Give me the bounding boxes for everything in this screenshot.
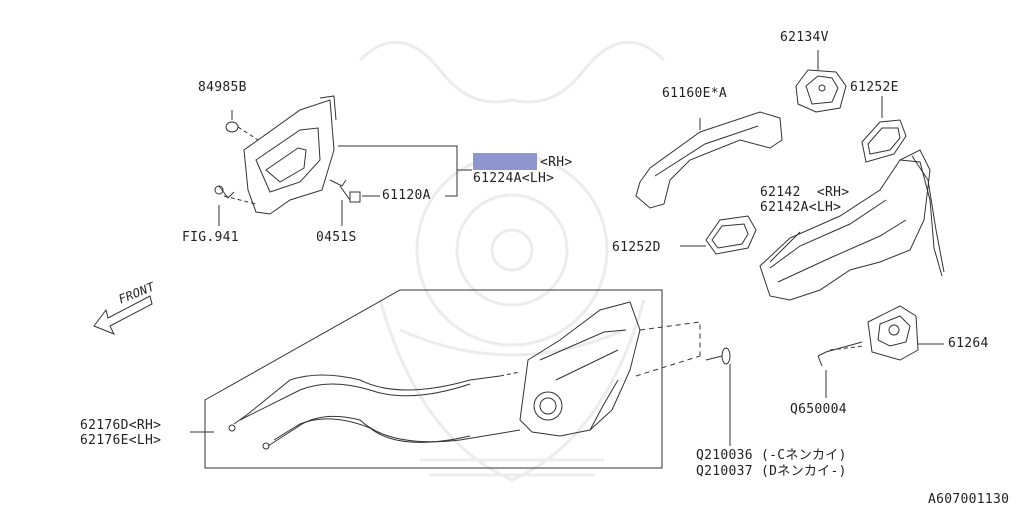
part-label-62142-rh[interactable]: 62142 <RH> <box>760 185 850 200</box>
ref-label-fig941[interactable]: FIG.941 <box>182 230 239 245</box>
part-label-84985b[interactable]: 84985B <box>198 80 247 95</box>
part-label-62176e-lh[interactable]: 62176E<LH> <box>80 433 162 448</box>
part-label-q210037[interactable]: Q210037 (Dネンカイ-) <box>696 464 847 479</box>
part-label-q650004[interactable]: Q650004 <box>790 402 847 417</box>
part-label-62176d-rh[interactable]: 62176D<RH> <box>80 418 162 433</box>
part-label-61160e[interactable]: 61160E*A <box>662 86 728 101</box>
part-label-0451s[interactable]: 0451S <box>316 230 357 245</box>
watermark-emblem <box>358 40 666 482</box>
part-label-61264[interactable]: 61264 <box>948 336 989 351</box>
part-label-q210036[interactable]: Q210036 (-Cネンカイ) <box>696 448 847 463</box>
part-label-61224-rh[interactable]: <RH> <box>540 155 573 170</box>
part-label-61252e[interactable]: 61252E <box>850 80 899 95</box>
part-label-61224a-lh[interactable]: 61224A<LH> <box>473 171 555 186</box>
part-label-62142a-lh[interactable]: 62142A<LH> <box>760 200 842 215</box>
line-art <box>93 50 945 469</box>
part-label-62134v[interactable]: 62134V <box>780 30 829 45</box>
diagram-code: A607001130 <box>928 492 1010 507</box>
part-label-61252d[interactable]: 61252D <box>612 240 661 255</box>
highlighted-part-61224[interactable] <box>473 153 537 170</box>
part-label-61120a[interactable]: 61120A <box>382 188 431 203</box>
